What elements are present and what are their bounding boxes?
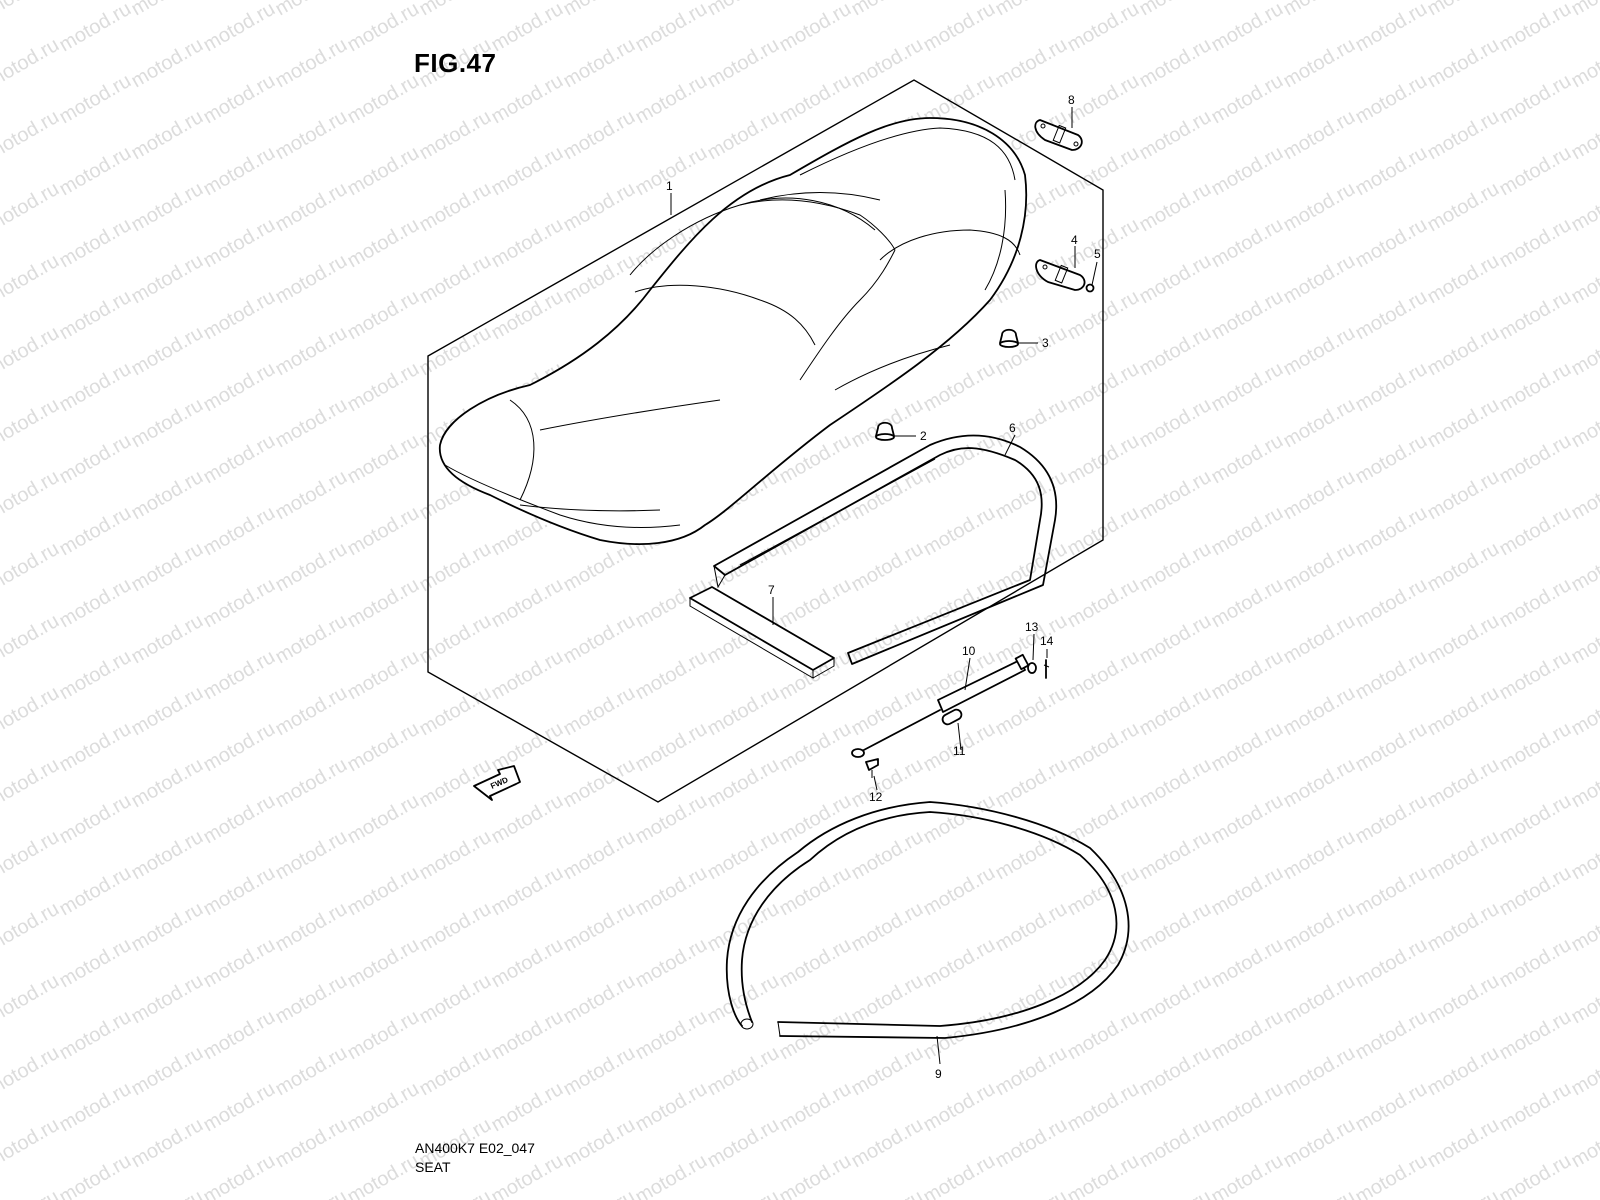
- damper-part: [851, 653, 1030, 758]
- callout-9: 9: [935, 1067, 942, 1081]
- callout-labels: 1 2 3 4 5 6 7 8 9 10 11 12 13 14: [666, 93, 1101, 1081]
- callout-11: 11: [953, 744, 966, 758]
- seat-part: [438, 117, 1028, 545]
- leader-lines: [670, 107, 1098, 1065]
- callout-14: 14: [1040, 634, 1054, 648]
- weatherstrip-part: [725, 801, 1130, 1039]
- callout-10: 10: [962, 644, 976, 658]
- callout-3: 3: [1042, 336, 1049, 350]
- screw-part-12: [865, 758, 879, 778]
- bumper-part-3: [999, 328, 1019, 348]
- callout-6: 6: [1009, 421, 1016, 435]
- callout-1: 1: [666, 179, 673, 193]
- callout-7: 7: [768, 583, 775, 597]
- figure-code: AN400K7 E02_047: [415, 1140, 535, 1156]
- callout-12: 12: [869, 790, 883, 804]
- callout-5: 5: [1094, 247, 1101, 261]
- fwd-arrow-icon: FWD: [473, 765, 521, 801]
- figure-title: FIG.47: [414, 48, 497, 78]
- figure-name: SEAT: [415, 1159, 451, 1175]
- callout-4: 4: [1071, 233, 1078, 247]
- clip-part: [1043, 659, 1050, 679]
- callout-13: 13: [1025, 620, 1039, 634]
- bumper-part-2: [875, 421, 895, 441]
- seat-rail-part: [713, 434, 1058, 665]
- assembly-outline: [427, 79, 1104, 803]
- callout-8: 8: [1068, 93, 1075, 107]
- washer-part: [1027, 662, 1037, 674]
- cap-part: [941, 708, 963, 726]
- hinge-plate-part: [1034, 119, 1083, 151]
- seat-pad-part: [689, 586, 835, 679]
- hinge-part: [1035, 259, 1095, 293]
- callout-2: 2: [920, 429, 927, 443]
